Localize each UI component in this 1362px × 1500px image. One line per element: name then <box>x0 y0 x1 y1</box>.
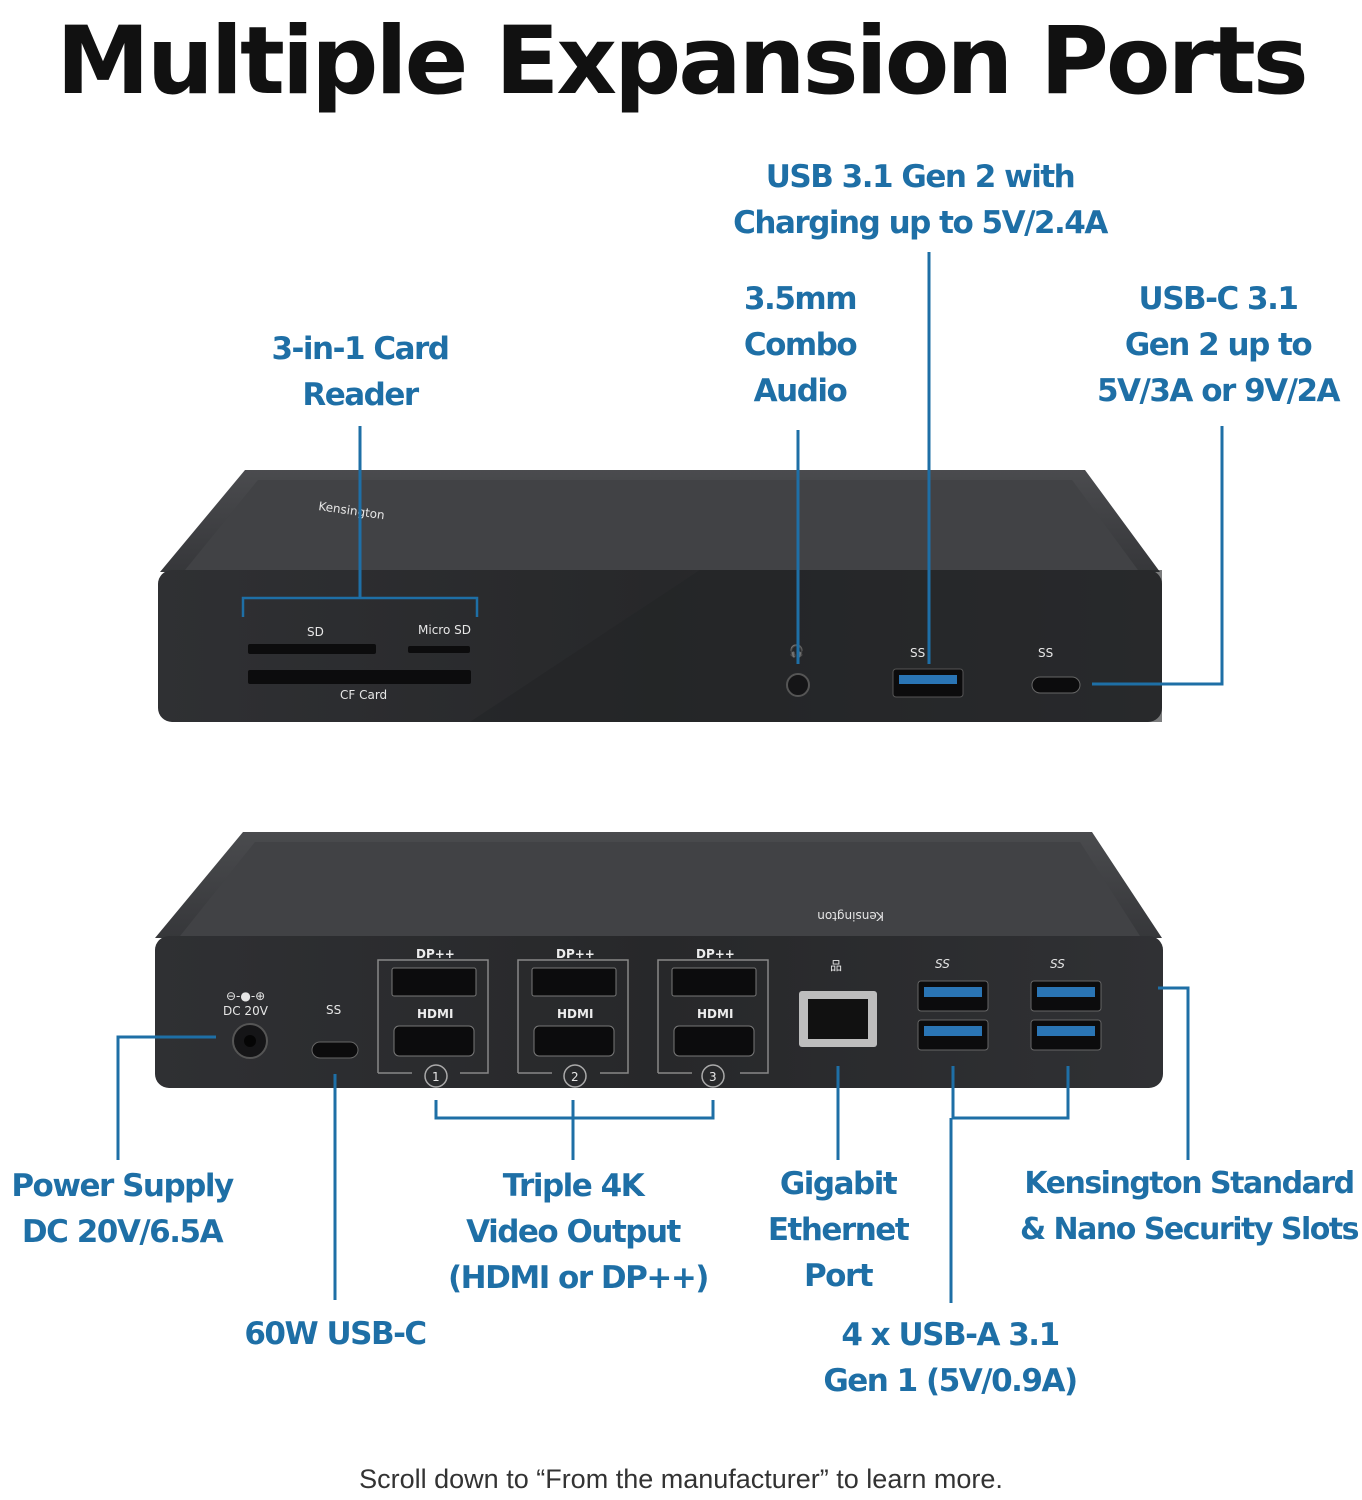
network-icon: 品 <box>830 959 842 973</box>
ss-usbc-icon: SS <box>1038 646 1053 660</box>
dp-text-3: DP++ <box>696 947 735 961</box>
video-port-group-1: DP++ HDMI 1 <box>377 947 489 1088</box>
usb-c-port-front <box>1031 676 1081 694</box>
headset-icon: 🎧 <box>789 644 804 658</box>
dp-text-1: DP++ <box>416 947 455 961</box>
micro-sd-slot <box>408 646 470 653</box>
sd-text: SD <box>307 625 324 639</box>
usb-c-port-rear <box>311 1041 359 1059</box>
dc-polarity-icon: ⊖-●-⊕ <box>226 989 265 1003</box>
rear-leader-lines <box>116 986 1190 1303</box>
label-usb-c-60w: 60W USB-C <box>244 1316 427 1352</box>
cf-slot <box>248 670 471 684</box>
sd-slot <box>248 644 376 654</box>
laptop-ss-icon: SS <box>326 1003 341 1017</box>
label-audio: 3.5mm Combo Audio <box>743 281 858 409</box>
audio-jack <box>786 673 810 697</box>
label-security: Kensington Standard & Nano Security Slot… <box>1019 1166 1360 1247</box>
hdmi-text-1: HDMI <box>417 1007 453 1021</box>
label-video: Triple 4K Video Output (HDMI or DP++) <box>448 1168 709 1296</box>
ss-usb-rear-icon-1: SS <box>935 957 950 971</box>
label-ethernet: Gigabit Ethernet Port <box>767 1166 910 1294</box>
video-port-group-3: DP++ HDMI 3 <box>657 947 769 1088</box>
ss-usb-icon: SS <box>910 646 925 660</box>
rear-brand-text: Kensington <box>817 909 884 923</box>
dc-text: DC 20V <box>223 1004 269 1018</box>
ss-usb-rear-icon-2: SS <box>1050 957 1065 971</box>
page-title: Multiple Expansion Ports <box>56 7 1308 116</box>
video-port-group-2: DP++ HDMI 2 <box>517 947 629 1088</box>
label-usb-a-rear: 4 x USB-A 3.1 Gen 1 (5V/0.9A) <box>823 1317 1078 1399</box>
label-card-reader: 3-in-1 Card Reader <box>271 331 450 413</box>
port-number-3: 3 <box>709 1070 717 1084</box>
micro-sd-text: Micro SD <box>418 623 471 637</box>
footer-note: Scroll down to “From the manufacturer” t… <box>359 1464 1003 1494</box>
label-usb-c-front: USB-C 3.1 Gen 2 up to 5V/3A or 9V/2A <box>1096 281 1341 409</box>
label-usb-a-front: USB 3.1 Gen 2 with Charging up to 5V/2.4… <box>733 159 1108 241</box>
front-leader-lines <box>358 252 1224 686</box>
cf-card-text: CF Card <box>340 688 387 702</box>
hdmi-text-2: HDMI <box>557 1007 593 1021</box>
rear-dock: Kensington ⊖-●-⊕ DC 20V SS DP++ HDMI 1 D… <box>155 832 1163 1088</box>
port-number-2: 2 <box>571 1070 579 1084</box>
port-number-1: 1 <box>432 1070 440 1084</box>
dp-text-2: DP++ <box>556 947 595 961</box>
front-dock: Kensington SD Micro SD CF Card 🎧 SS SS <box>158 470 1162 722</box>
label-power: Power Supply DC 20V/6.5A <box>11 1168 234 1250</box>
hdmi-text-3: HDMI <box>697 1007 733 1021</box>
